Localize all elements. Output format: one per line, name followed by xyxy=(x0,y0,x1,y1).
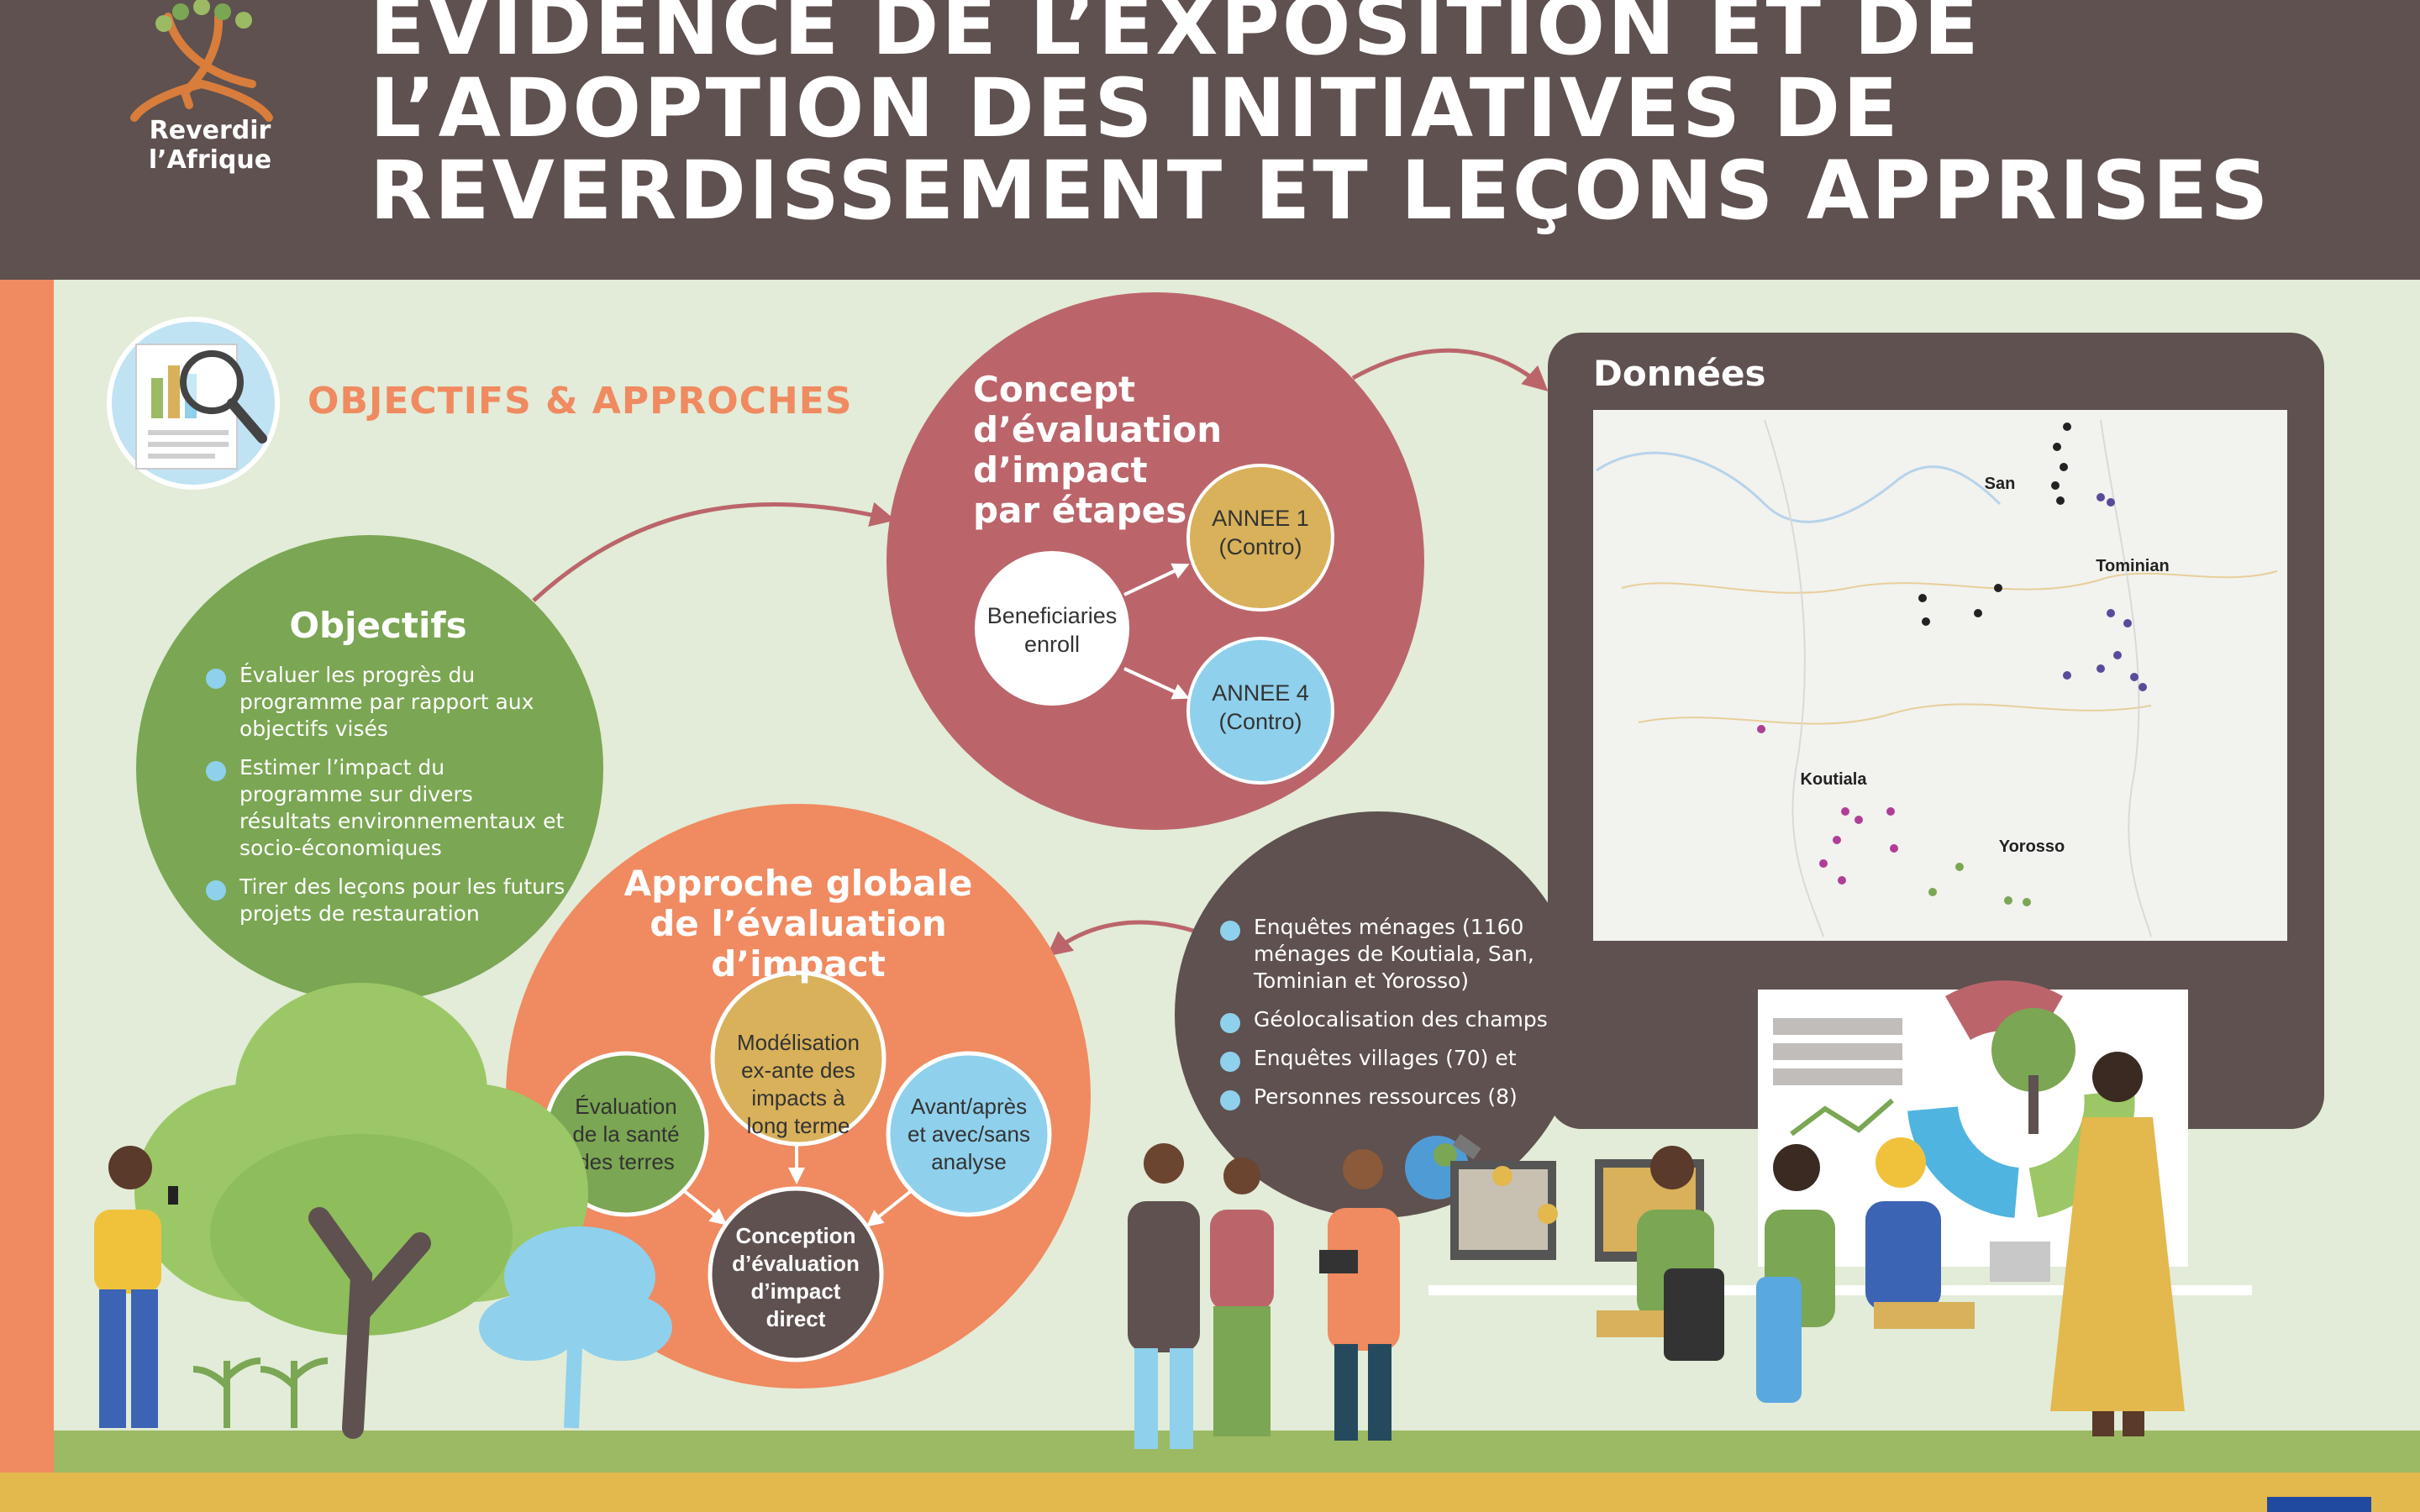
avant-node xyxy=(886,1051,1052,1217)
donnees-list: Enquêtes ménages (1160 ménages de Koutia… xyxy=(1220,914,1590,1122)
beneficiaries-line-2: enroll xyxy=(1024,632,1080,657)
arrow-avant-to-conception xyxy=(865,1189,913,1227)
map-label-san: San xyxy=(1985,475,2016,493)
arrow-to-annee4 xyxy=(1123,667,1190,700)
annee1-node xyxy=(1186,464,1334,612)
office-scene-illustration xyxy=(1405,1134,2252,1361)
people-group-illustration xyxy=(1128,1143,1400,1449)
title-line-2: L’ADOPTION DES INITIATIVES DE xyxy=(370,61,1901,155)
avant-line-2: et avec/sans xyxy=(908,1121,1030,1147)
seedlings-illustration xyxy=(192,1357,329,1428)
map-label-koutiala: Koutiala xyxy=(1801,770,1868,789)
approche-title-line-1: Approche globale xyxy=(623,863,973,904)
title-line-3: REVERDISSEMENT ET LEÇONS APPRISES xyxy=(370,144,2271,238)
presenters-illustration xyxy=(1756,1052,2185,1436)
concept-title-line-2: d’évaluation xyxy=(973,409,1223,450)
annee1-line-1: ANNEE 1 xyxy=(1212,506,1309,531)
modelisation-line-3: impacts à xyxy=(751,1085,845,1110)
donnees-title: Données xyxy=(1593,353,1766,394)
annee1-line-2: (Contro) xyxy=(1218,534,1302,559)
donnees-bubble xyxy=(1175,811,1581,1218)
study-area-map xyxy=(1593,410,2287,941)
map-label-yorosso: Yorosso xyxy=(1999,837,2065,856)
page-title: ÉVIDENCE DE L’EXPOSITION ET DE L’ADOPTIO… xyxy=(370,0,2386,232)
beneficiaries-node xyxy=(975,551,1129,706)
list-item: Évaluer les progrès du programme par rap… xyxy=(206,662,567,743)
arrow-to-annee1 xyxy=(1123,563,1190,596)
list-item: Tirer des leçons pour les futurs projets… xyxy=(206,874,567,927)
conception-line-2: d’évaluation xyxy=(732,1251,860,1276)
ground-strip xyxy=(54,1431,2420,1473)
blue-tree-illustration xyxy=(479,1226,672,1429)
avant-line-3: analyse xyxy=(931,1149,1007,1174)
approche-title-line-2: de l’évaluation xyxy=(650,903,947,944)
objectifs-list: Évaluer les progrès du programme par rap… xyxy=(206,662,567,939)
approche-title: Approche globale de l’évaluation d’impac… xyxy=(555,864,1042,984)
modelisation-line-2: ex-ante des xyxy=(741,1058,855,1083)
arrow-donnees-to-approche xyxy=(1046,920,1194,957)
approche-diagram: Modélisation ex-ante des impacts à long … xyxy=(506,804,1091,1389)
left-accent-strip xyxy=(0,280,54,1512)
conception-line-3: d’impact xyxy=(751,1278,841,1304)
section-title: OBJECTIFS & APPROCHES xyxy=(308,380,853,423)
conception-line-1: Conception xyxy=(736,1223,856,1248)
annee4-node xyxy=(1186,637,1334,785)
map-label-tominian: Tominian xyxy=(2096,557,2169,575)
arrow-concept-to-donnees xyxy=(1351,348,1549,392)
list-item: Personnes ressources (8) xyxy=(1220,1084,1590,1110)
report-magnifier-icon xyxy=(107,317,280,490)
conception-line-4: direct xyxy=(766,1306,826,1331)
sante-line-2: de la santé xyxy=(572,1121,679,1147)
list-item: Estimer l’impact du programme sur divers… xyxy=(206,754,567,862)
eu-flag-icon xyxy=(2267,1497,2371,1512)
concept-title: Concept d’évaluation d’impact par étapes xyxy=(973,370,1259,531)
list-item: Enquêtes ménages (1160 ménages de Koutia… xyxy=(1220,914,1590,995)
concept-title-line-1: Concept xyxy=(973,369,1136,410)
bottom-band xyxy=(0,1473,2420,1512)
title-line-1: ÉVIDENCE DE L’EXPOSITION ET DE xyxy=(370,0,1981,73)
modelisation-line-4: long terme xyxy=(747,1113,850,1138)
list-item: Enquêtes villages (70) et xyxy=(1220,1045,1590,1072)
arrow-objectifs-to-concept xyxy=(532,501,896,602)
conception-node xyxy=(708,1186,884,1362)
concept-diagram: Beneficiaries enroll ANNEE 1 (Contro) AN… xyxy=(886,292,1424,830)
concept-title-line-4: par étapes xyxy=(973,490,1187,531)
beneficiaries-line-1: Beneficiaries xyxy=(987,603,1118,628)
sante-line-3: des terres xyxy=(577,1149,675,1174)
modelisation-line-1: Modélisation xyxy=(737,1030,860,1055)
brand-name: Reverdir l’Afrique xyxy=(148,116,272,175)
reverdir-logo-icon xyxy=(130,0,273,122)
annee4-line-2: (Contro) xyxy=(1218,709,1302,734)
objectifs-circle xyxy=(136,535,603,1002)
annee4-line-1: ANNEE 4 xyxy=(1212,680,1309,706)
avant-line-1: Avant/après xyxy=(911,1094,1027,1119)
concept-title-line-3: d’impact xyxy=(973,449,1148,491)
objectifs-title: Objectifs xyxy=(289,605,467,646)
modelisation-node xyxy=(710,970,886,1147)
arrow-sante-to-conception xyxy=(681,1188,728,1226)
header-banner xyxy=(0,0,2420,280)
approche-title-line-3: d’impact xyxy=(711,943,886,984)
list-item: Géolocalisation des champs xyxy=(1220,1006,1590,1033)
sante-line-1: Évaluation xyxy=(575,1094,676,1119)
person-with-phone-illustration xyxy=(94,1146,178,1428)
